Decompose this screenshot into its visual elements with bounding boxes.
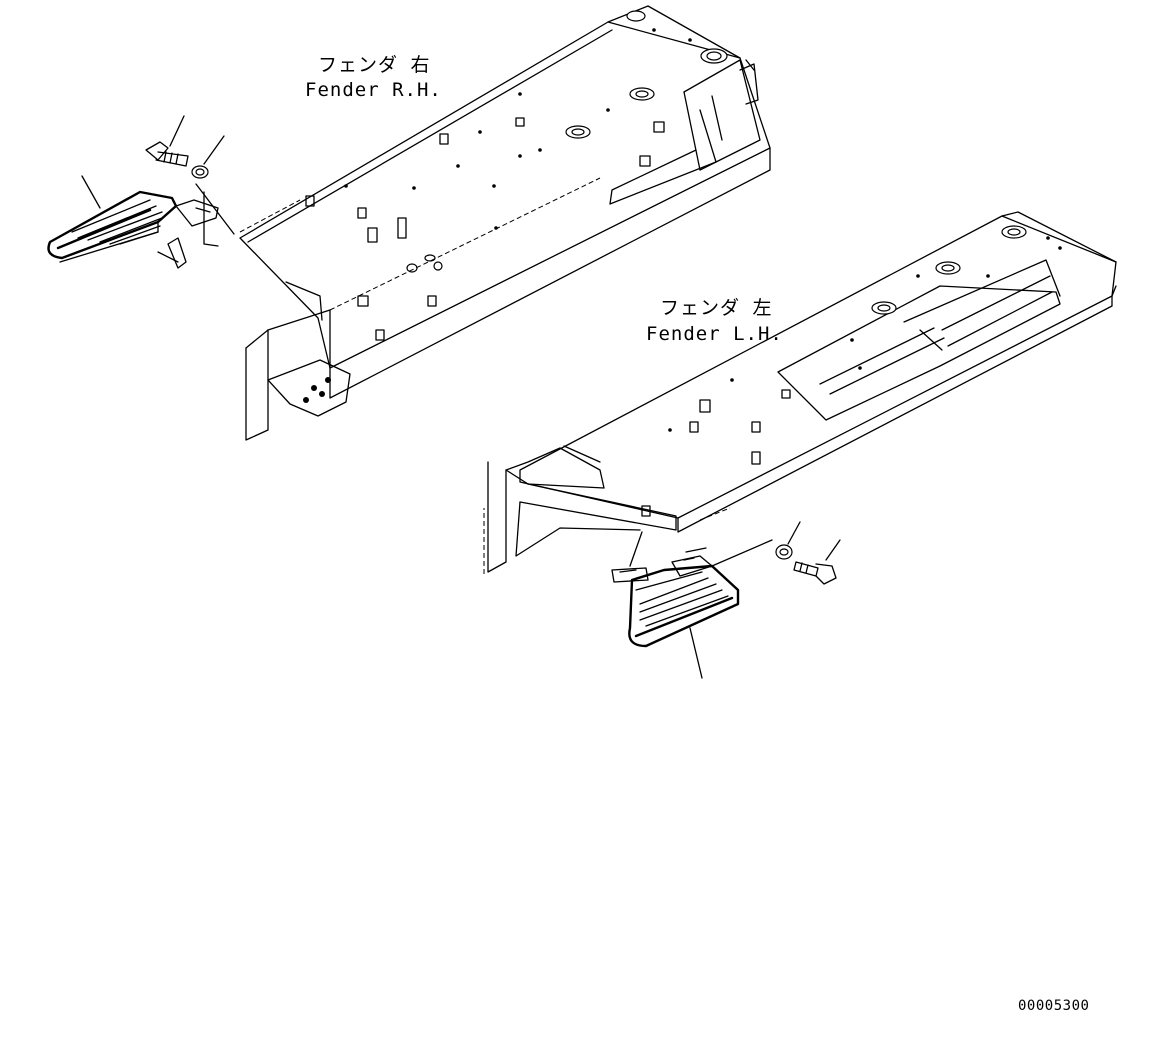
fender-lh bbox=[483, 211, 1117, 574]
step-rh bbox=[47, 115, 235, 269]
fender-lh-label-en: Fender L.H. bbox=[646, 323, 783, 345]
fender-rh-label-en: Fender R.H. bbox=[305, 79, 442, 101]
fender-lh-label-jp: フェンダ 左 bbox=[660, 297, 773, 319]
step-lh bbox=[611, 521, 841, 679]
fender-rh bbox=[239, 5, 771, 441]
fender-rh-label-jp: フェンダ 右 bbox=[318, 54, 431, 76]
drawing-number: 00005300 bbox=[1018, 998, 1090, 1014]
